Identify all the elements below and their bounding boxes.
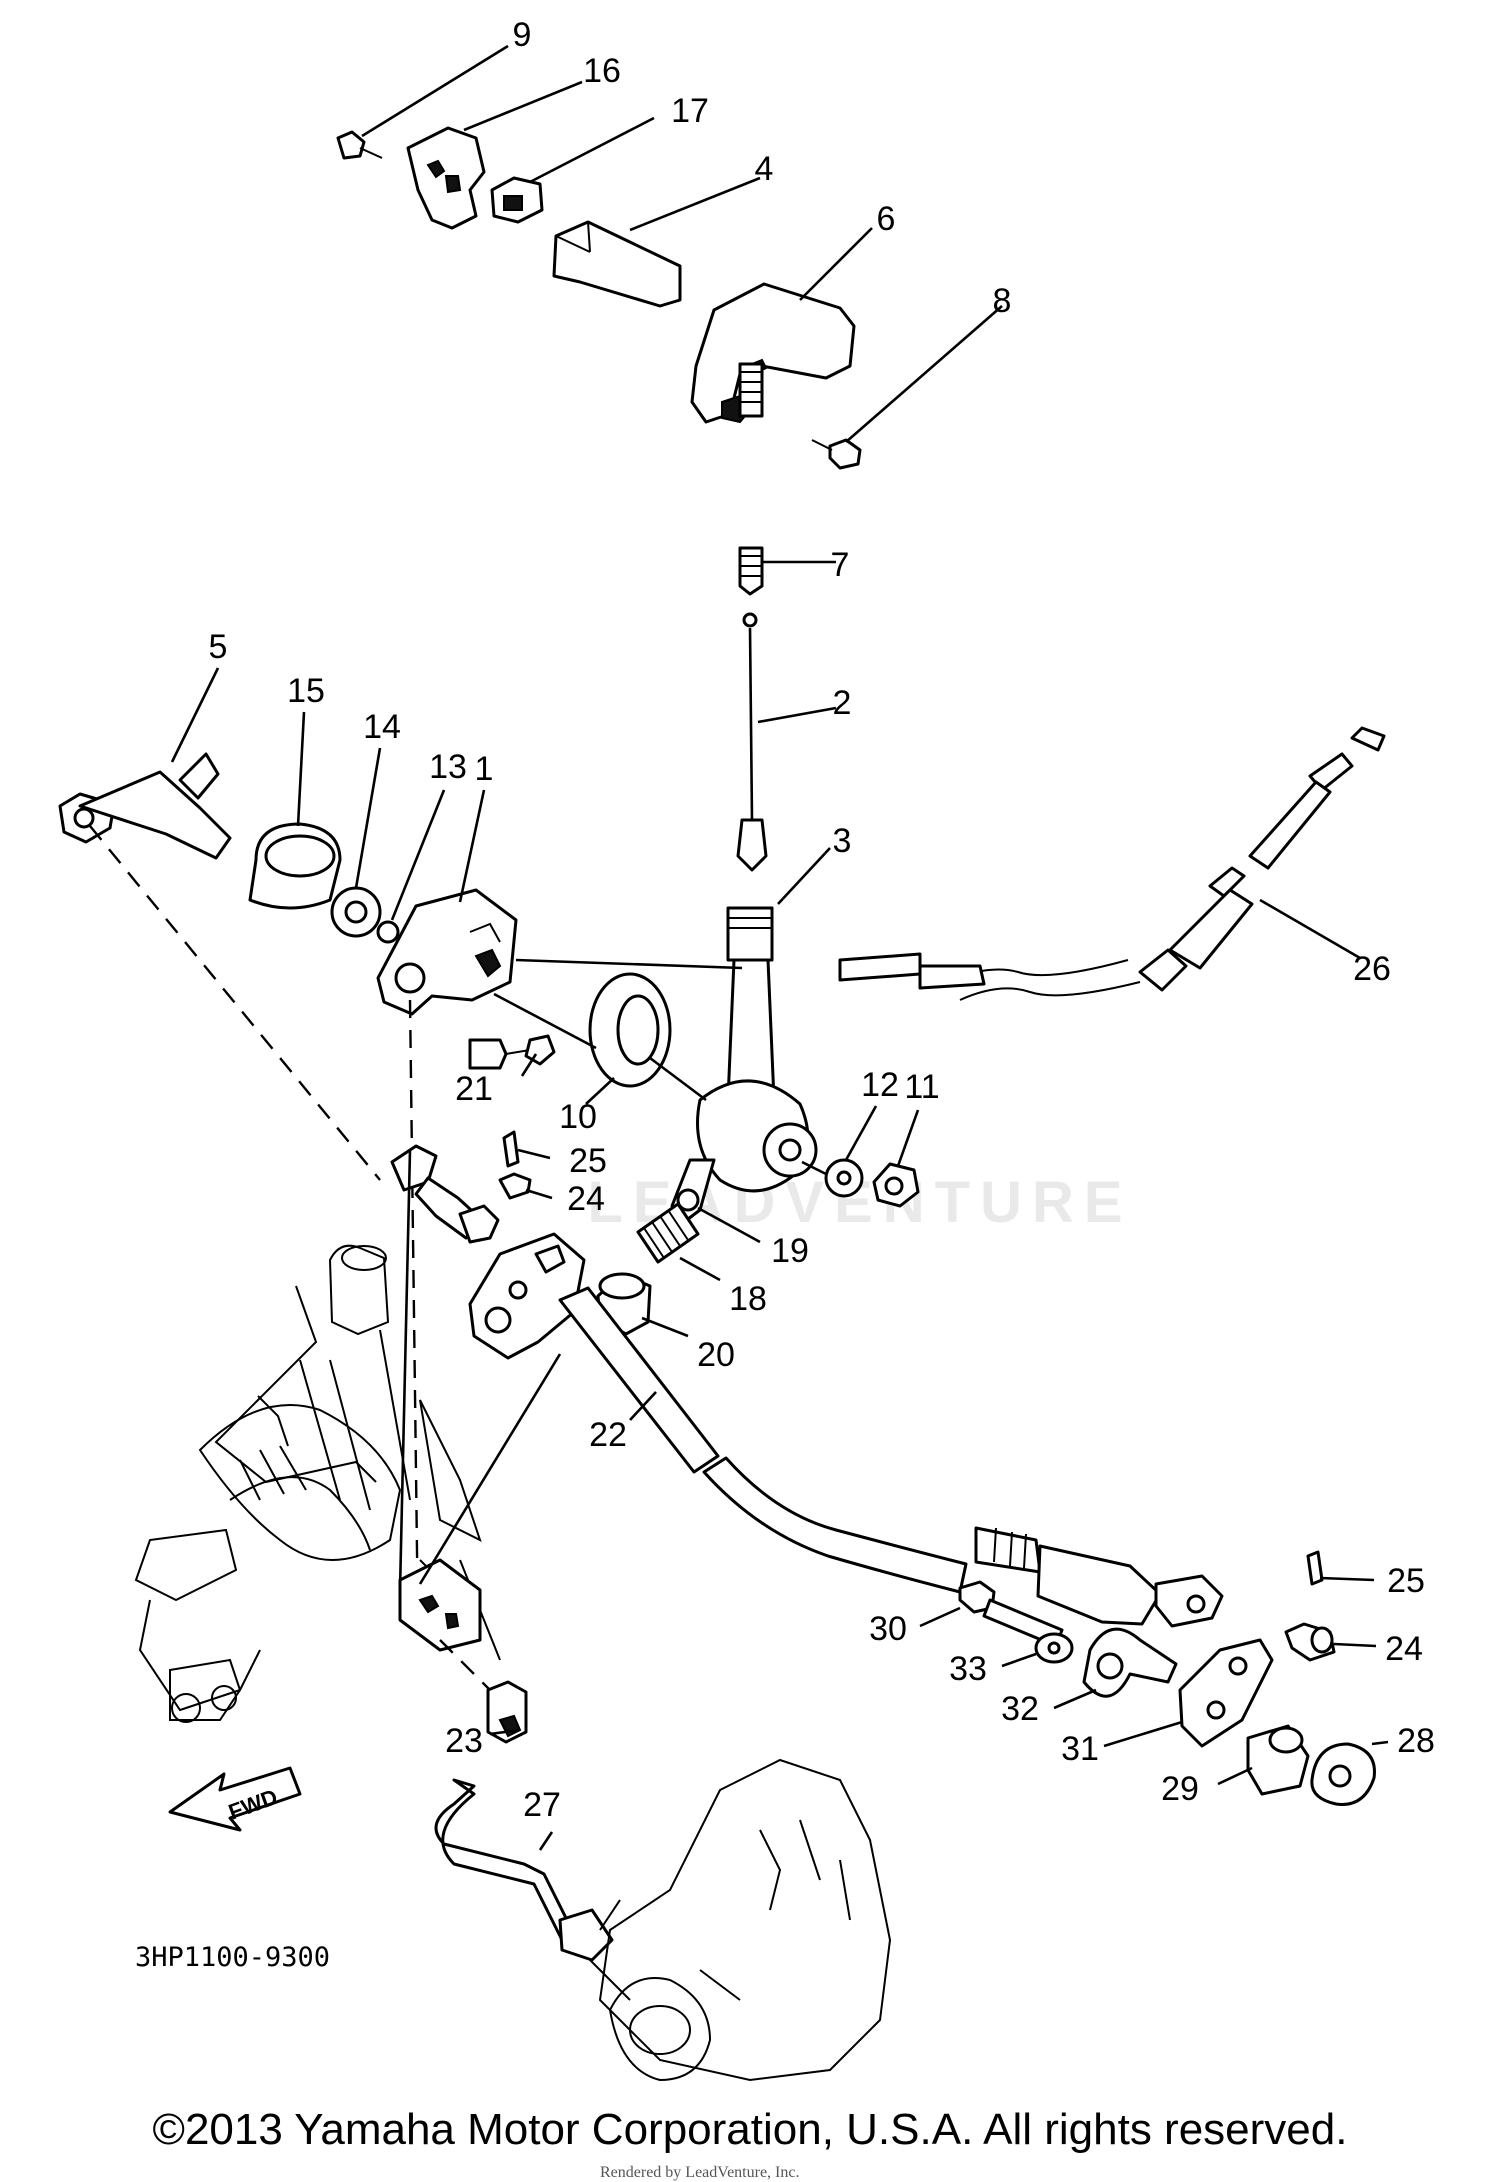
part-15-boot <box>248 822 342 910</box>
part-17-clip <box>490 176 544 224</box>
part-lever-bottom <box>398 1558 482 1652</box>
callout-7: 7 <box>831 546 850 584</box>
part-10-seal <box>588 972 672 1088</box>
callout-10: 10 <box>559 1098 597 1136</box>
callout-18: 18 <box>729 1280 767 1318</box>
callout-16: 16 <box>583 52 621 90</box>
callout-29: 29 <box>1161 1770 1199 1808</box>
part-21-bolt <box>468 1034 556 1070</box>
connection-line <box>515 958 743 970</box>
callout-1: 1 <box>475 750 494 788</box>
callout-3: 3 <box>833 822 852 860</box>
callout-24-right: 24 <box>1385 1630 1423 1668</box>
callout-22: 22 <box>589 1416 627 1454</box>
copyright-notice: ©2013 Yamaha Motor Corporation, U.S.A. A… <box>152 2105 1348 2154</box>
connection-line <box>398 1149 412 1591</box>
connection-line <box>649 1056 707 1102</box>
part-4-handle-grip <box>552 220 682 308</box>
part-2-rod <box>736 612 768 872</box>
engine-sketch <box>589 1758 892 2082</box>
callout-2: 2 <box>833 684 852 722</box>
part-25-cotter-pin <box>502 1130 520 1168</box>
callout-14: 14 <box>363 708 401 746</box>
callout-20: 20 <box>697 1336 735 1374</box>
part-24-pin-right <box>1284 1622 1336 1662</box>
part-30-bolt <box>958 1580 1064 1648</box>
frame-sketch <box>134 1244 501 1723</box>
part-25-cotter-pin-right <box>1306 1550 1324 1586</box>
callout-33: 33 <box>949 1650 987 1688</box>
callout-11: 11 <box>904 1068 939 1106</box>
part-19-ball <box>676 1188 700 1212</box>
callout-12: 12 <box>861 1066 899 1104</box>
callout-30: 30 <box>869 1610 907 1648</box>
part-22-shift-rod <box>558 1286 968 1594</box>
part-33-washer <box>1034 1632 1074 1664</box>
callout-15: 15 <box>287 672 325 710</box>
part-9-screw <box>336 130 383 160</box>
part-28-circlip <box>1310 1742 1376 1806</box>
part-7-spring <box>738 362 764 596</box>
callout-23: 23 <box>445 1722 483 1760</box>
callout-labels: 9 16 17 4 6 8 7 2 3 5 15 14 13 1 26 21 1… <box>209 16 1435 1824</box>
part-31-lever-plate <box>1178 1638 1274 1748</box>
part-linkage-end <box>390 1144 500 1244</box>
callout-8: 8 <box>993 282 1012 320</box>
fwd-arrow-icon: FWD <box>168 1766 302 1832</box>
callout-6: 6 <box>877 200 896 238</box>
callout-17: 17 <box>671 92 709 130</box>
callout-5: 5 <box>209 628 228 666</box>
part-16-cover <box>406 126 486 230</box>
connection-line <box>801 1160 827 1176</box>
callout-21: 21 <box>455 1070 493 1108</box>
diagram-code: 3HP1100-9300 <box>135 1942 330 1973</box>
part-5-shift-arm <box>58 752 232 860</box>
connection-line <box>418 1353 562 1585</box>
part-18-spring <box>636 1202 700 1264</box>
part-shift-rod-end <box>974 1526 1224 1628</box>
part-6-lever-housing <box>690 282 856 424</box>
callout-9: 9 <box>513 16 532 54</box>
rendered-by-notice: Rendered by LeadVenture, Inc. <box>600 2164 800 2181</box>
callout-25-right: 25 <box>1387 1562 1425 1600</box>
callout-24: 24 <box>567 1180 605 1218</box>
callout-13: 13 <box>429 748 467 786</box>
part-8-bolt <box>811 438 862 470</box>
callout-32: 32 <box>1001 1690 1039 1728</box>
dashed-line <box>89 825 381 1181</box>
callout-31: 31 <box>1061 1730 1099 1768</box>
part-1-lever-body <box>376 888 518 1016</box>
callout-28: 28 <box>1397 1722 1435 1760</box>
part-11-nut <box>872 1162 920 1208</box>
connection-line <box>493 992 597 1050</box>
part-27-linkage-rod <box>434 1778 614 1962</box>
part-14-washer <box>330 886 382 938</box>
dashed-line <box>408 999 420 1631</box>
part-13-o-ring <box>376 920 400 944</box>
callout-26: 26 <box>1353 950 1391 988</box>
part-3-shift-shaft <box>670 906 818 1224</box>
callout-leaders <box>170 44 1389 1851</box>
callout-27: 27 <box>523 1786 561 1824</box>
callout-25: 25 <box>569 1142 607 1180</box>
callout-4: 4 <box>755 150 774 188</box>
part-26-throttle-cable <box>838 726 1386 1001</box>
dashed-line <box>439 1639 491 1691</box>
part-24-pin <box>498 1172 532 1200</box>
part-29-bushing <box>1246 1724 1310 1796</box>
callout-19: 19 <box>771 1232 809 1270</box>
part-32-collar <box>1082 1627 1178 1698</box>
part-12-washer <box>824 1158 864 1198</box>
